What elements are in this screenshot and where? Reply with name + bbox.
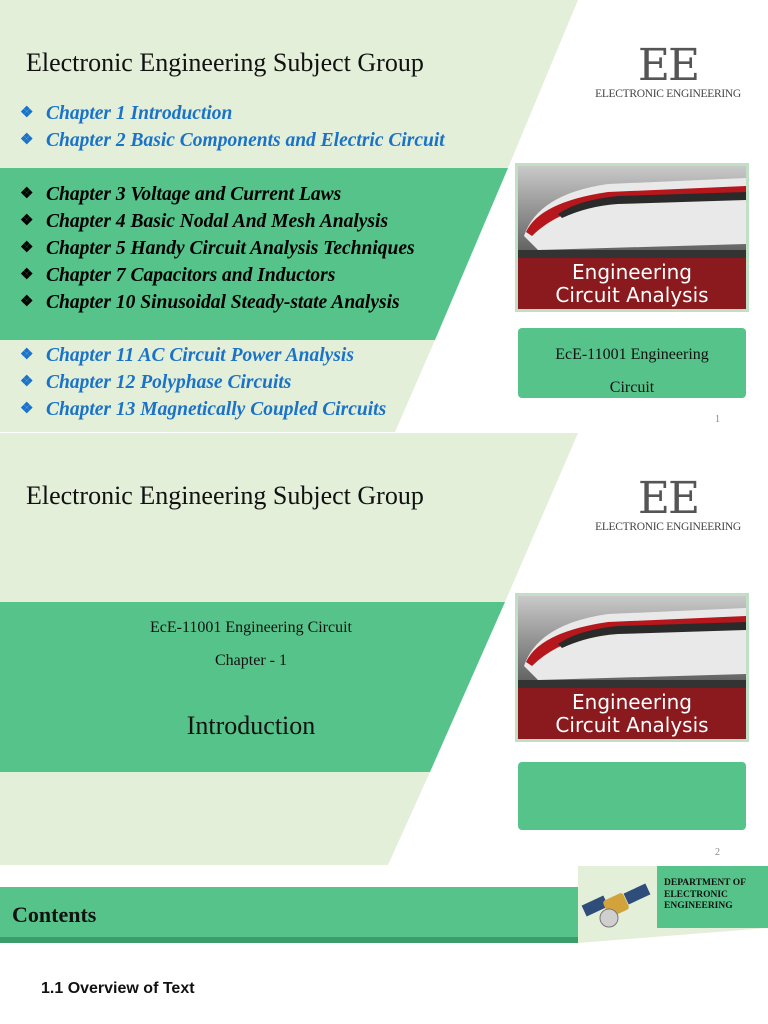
ee-logo-caption: ELECTRONIC ENGINEERING [595,521,741,533]
diamond-bullet-icon: ❖ [20,347,34,363]
list-item: ❖Chapter 3 Voltage and Current Laws [20,181,415,208]
department-label: DEPARTMENT OF ELECTRONIC ENGINEERING [664,878,746,911]
course-box: EcE-11001 Engineering Circuit [518,328,746,398]
slide-1-title: Electronic Engineering Subject Group [26,48,424,77]
slide-3-background [0,866,768,943]
course-box [518,762,746,830]
chapter-label: Chapter - 1 [215,652,287,669]
list-item: ❖Chapter 5 Handy Circuit Analysis Techni… [20,235,415,262]
slide-3-heading: Contents [12,902,97,927]
list-item: ❖Chapter 2 Basic Components and Electric… [20,127,445,154]
textbook-title-line1: Engineering [572,690,692,714]
satellite-icon [581,883,651,928]
textbook-title-line1: Engineering [572,260,692,284]
list-item: ❖Chapter 12 Polyphase Circuits [20,369,386,396]
chapter-list-bottom: ❖Chapter 11 AC Circuit Power Analysis ❖C… [20,342,386,423]
textbook-title-line2: Circuit Analysis [555,283,709,307]
course-box-line2: Circuit [609,379,655,396]
slide-2: Electronic Engineering Subject Group EE … [0,433,768,865]
page-number: 1 [715,414,720,425]
train-icon [518,166,746,258]
diamond-bullet-icon: ❖ [20,186,34,202]
chapter-list-middle: ❖Chapter 3 Voltage and Current Laws ❖Cha… [20,181,415,316]
diamond-bullet-icon: ❖ [20,132,34,148]
contents-item: 1.1 Overview of Text [41,980,195,997]
slide-2-title: Electronic Engineering Subject Group [26,481,424,510]
textbook-title-line2: Circuit Analysis [555,713,709,737]
diamond-bullet-icon: ❖ [20,401,34,417]
slide-1-background [0,0,578,432]
chapter-list-top: ❖Chapter 1 Introduction ❖Chapter 2 Basic… [20,100,445,154]
list-item: ❖Chapter 13 Magnetically Coupled Circuit… [20,396,386,423]
diamond-bullet-icon: ❖ [20,213,34,229]
list-item: ❖Chapter 11 AC Circuit Power Analysis [20,342,386,369]
train-icon [518,596,746,688]
diamond-bullet-icon: ❖ [20,294,34,310]
ee-logo-letters: EE [637,473,700,524]
ee-logo: EE ELECTRONIC ENGINEERING [588,473,748,534]
ee-logo: EE ELECTRONIC ENGINEERING [588,40,748,101]
ee-logo-letters: EE [637,40,700,91]
textbook-cover: Engineering Circuit Analysis [515,593,749,742]
diamond-bullet-icon: ❖ [20,105,34,121]
slide-2-heading: Introduction [186,711,316,740]
course-code: EcE-11001 Engineering Circuit [149,619,352,636]
list-item: ❖Chapter 4 Basic Nodal And Mesh Analysis [20,208,415,235]
slide-3: Contents DEPARTMENT OF ELECTRONIC ENGINE… [0,866,768,1024]
page-number: 2 [715,847,720,858]
list-item: ❖Chapter 7 Capacitors and Inductors [20,262,415,289]
list-item: ❖Chapter 10 Sinusoidal Steady-state Anal… [20,289,415,316]
textbook-cover: Engineering Circuit Analysis [515,163,749,312]
diamond-bullet-icon: ❖ [20,240,34,256]
list-item: ❖Chapter 1 Introduction [20,100,445,127]
ee-logo-caption: ELECTRONIC ENGINEERING [595,88,741,100]
diamond-bullet-icon: ❖ [20,374,34,390]
slide-2-background [0,433,578,865]
slide-1: Electronic Engineering Subject Group EE … [0,0,768,432]
diamond-bullet-icon: ❖ [20,267,34,283]
course-box-line1: EcE-11001 Engineering [555,346,709,363]
